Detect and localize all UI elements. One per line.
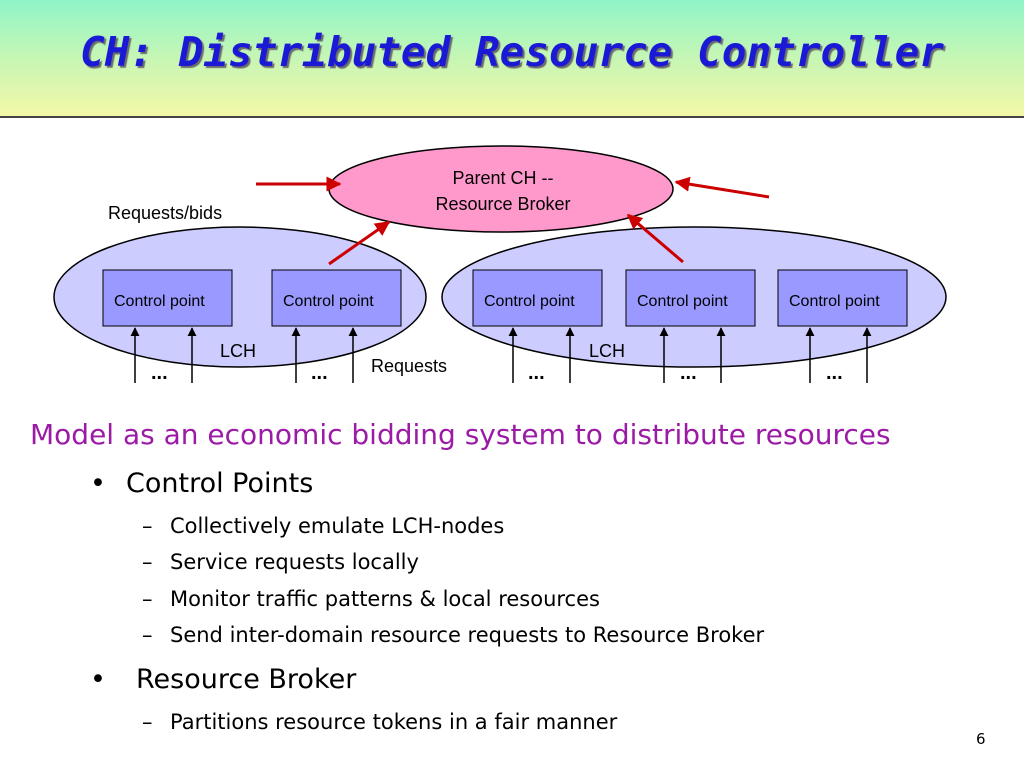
dash-glyph: – (142, 514, 153, 538)
request-arrows (130, 327, 872, 383)
lch-label-left: LCH (220, 341, 256, 361)
ellipsis-text: ... (311, 362, 328, 384)
bullet-glyph: • (90, 664, 106, 695)
dash-glyph: – (142, 587, 153, 611)
bullet-glyph: • (90, 468, 106, 499)
ellipsis-text: ... (826, 362, 843, 384)
sub-bullet-text: Service requests locally (170, 550, 419, 574)
bullet-label: Control Points (126, 468, 314, 499)
sub-bullet-text: Partitions resource tokens in a fair man… (170, 710, 618, 734)
ellipsis-text: ... (151, 362, 168, 384)
control-point-label: Control point (283, 293, 374, 310)
control-point-box (777, 269, 908, 327)
sub-bullet-text: Send inter-domain resource requests to R… (170, 623, 765, 647)
bid-arrow-right-up (626, 213, 684, 264)
parent-label-line2: Resource Broker (435, 194, 570, 214)
parent-label-line1: Parent CH -- (452, 168, 553, 188)
requests-bids-label: Requests/bids (108, 203, 222, 223)
sub-bullet-text: Collectively emulate LCH-nodes (170, 514, 505, 538)
dash-glyph: – (142, 623, 153, 647)
dash-glyph: – (142, 710, 153, 734)
bid-arrow-right-in (674, 176, 770, 199)
control-point-box (472, 269, 603, 327)
resource-controller-diagram: Parent CH -- Resource Broker Requests/bi… (53, 145, 947, 384)
sub-bullet-text: Monitor traffic patterns & local resourc… (170, 587, 600, 611)
lead-statement: Model as an economic bidding system to d… (30, 418, 891, 451)
dash-glyph: – (142, 550, 153, 574)
control-point-label: Control point (637, 293, 728, 310)
control-point-box (271, 269, 402, 327)
ellipsis-text: ... (680, 362, 697, 384)
control-point-label: Control point (789, 293, 880, 310)
requests-label: Requests (371, 356, 447, 376)
page-number: 6 (976, 730, 986, 748)
control-point-label: Control point (114, 293, 205, 310)
control-point-box (625, 269, 756, 327)
parent-ch-node (328, 145, 674, 233)
bullet-label: Resource Broker (136, 664, 357, 695)
ellipsis-text: ... (528, 362, 545, 384)
bid-arrow-left-up (328, 220, 391, 266)
title-banner (0, 0, 1024, 116)
lch-label-right: LCH (589, 341, 625, 361)
control-point-box (102, 269, 233, 327)
title-divider (0, 116, 1024, 118)
slide-title: CH: Distributed Resource Controller (80, 28, 944, 76)
control-point-label: Control point (484, 293, 575, 310)
